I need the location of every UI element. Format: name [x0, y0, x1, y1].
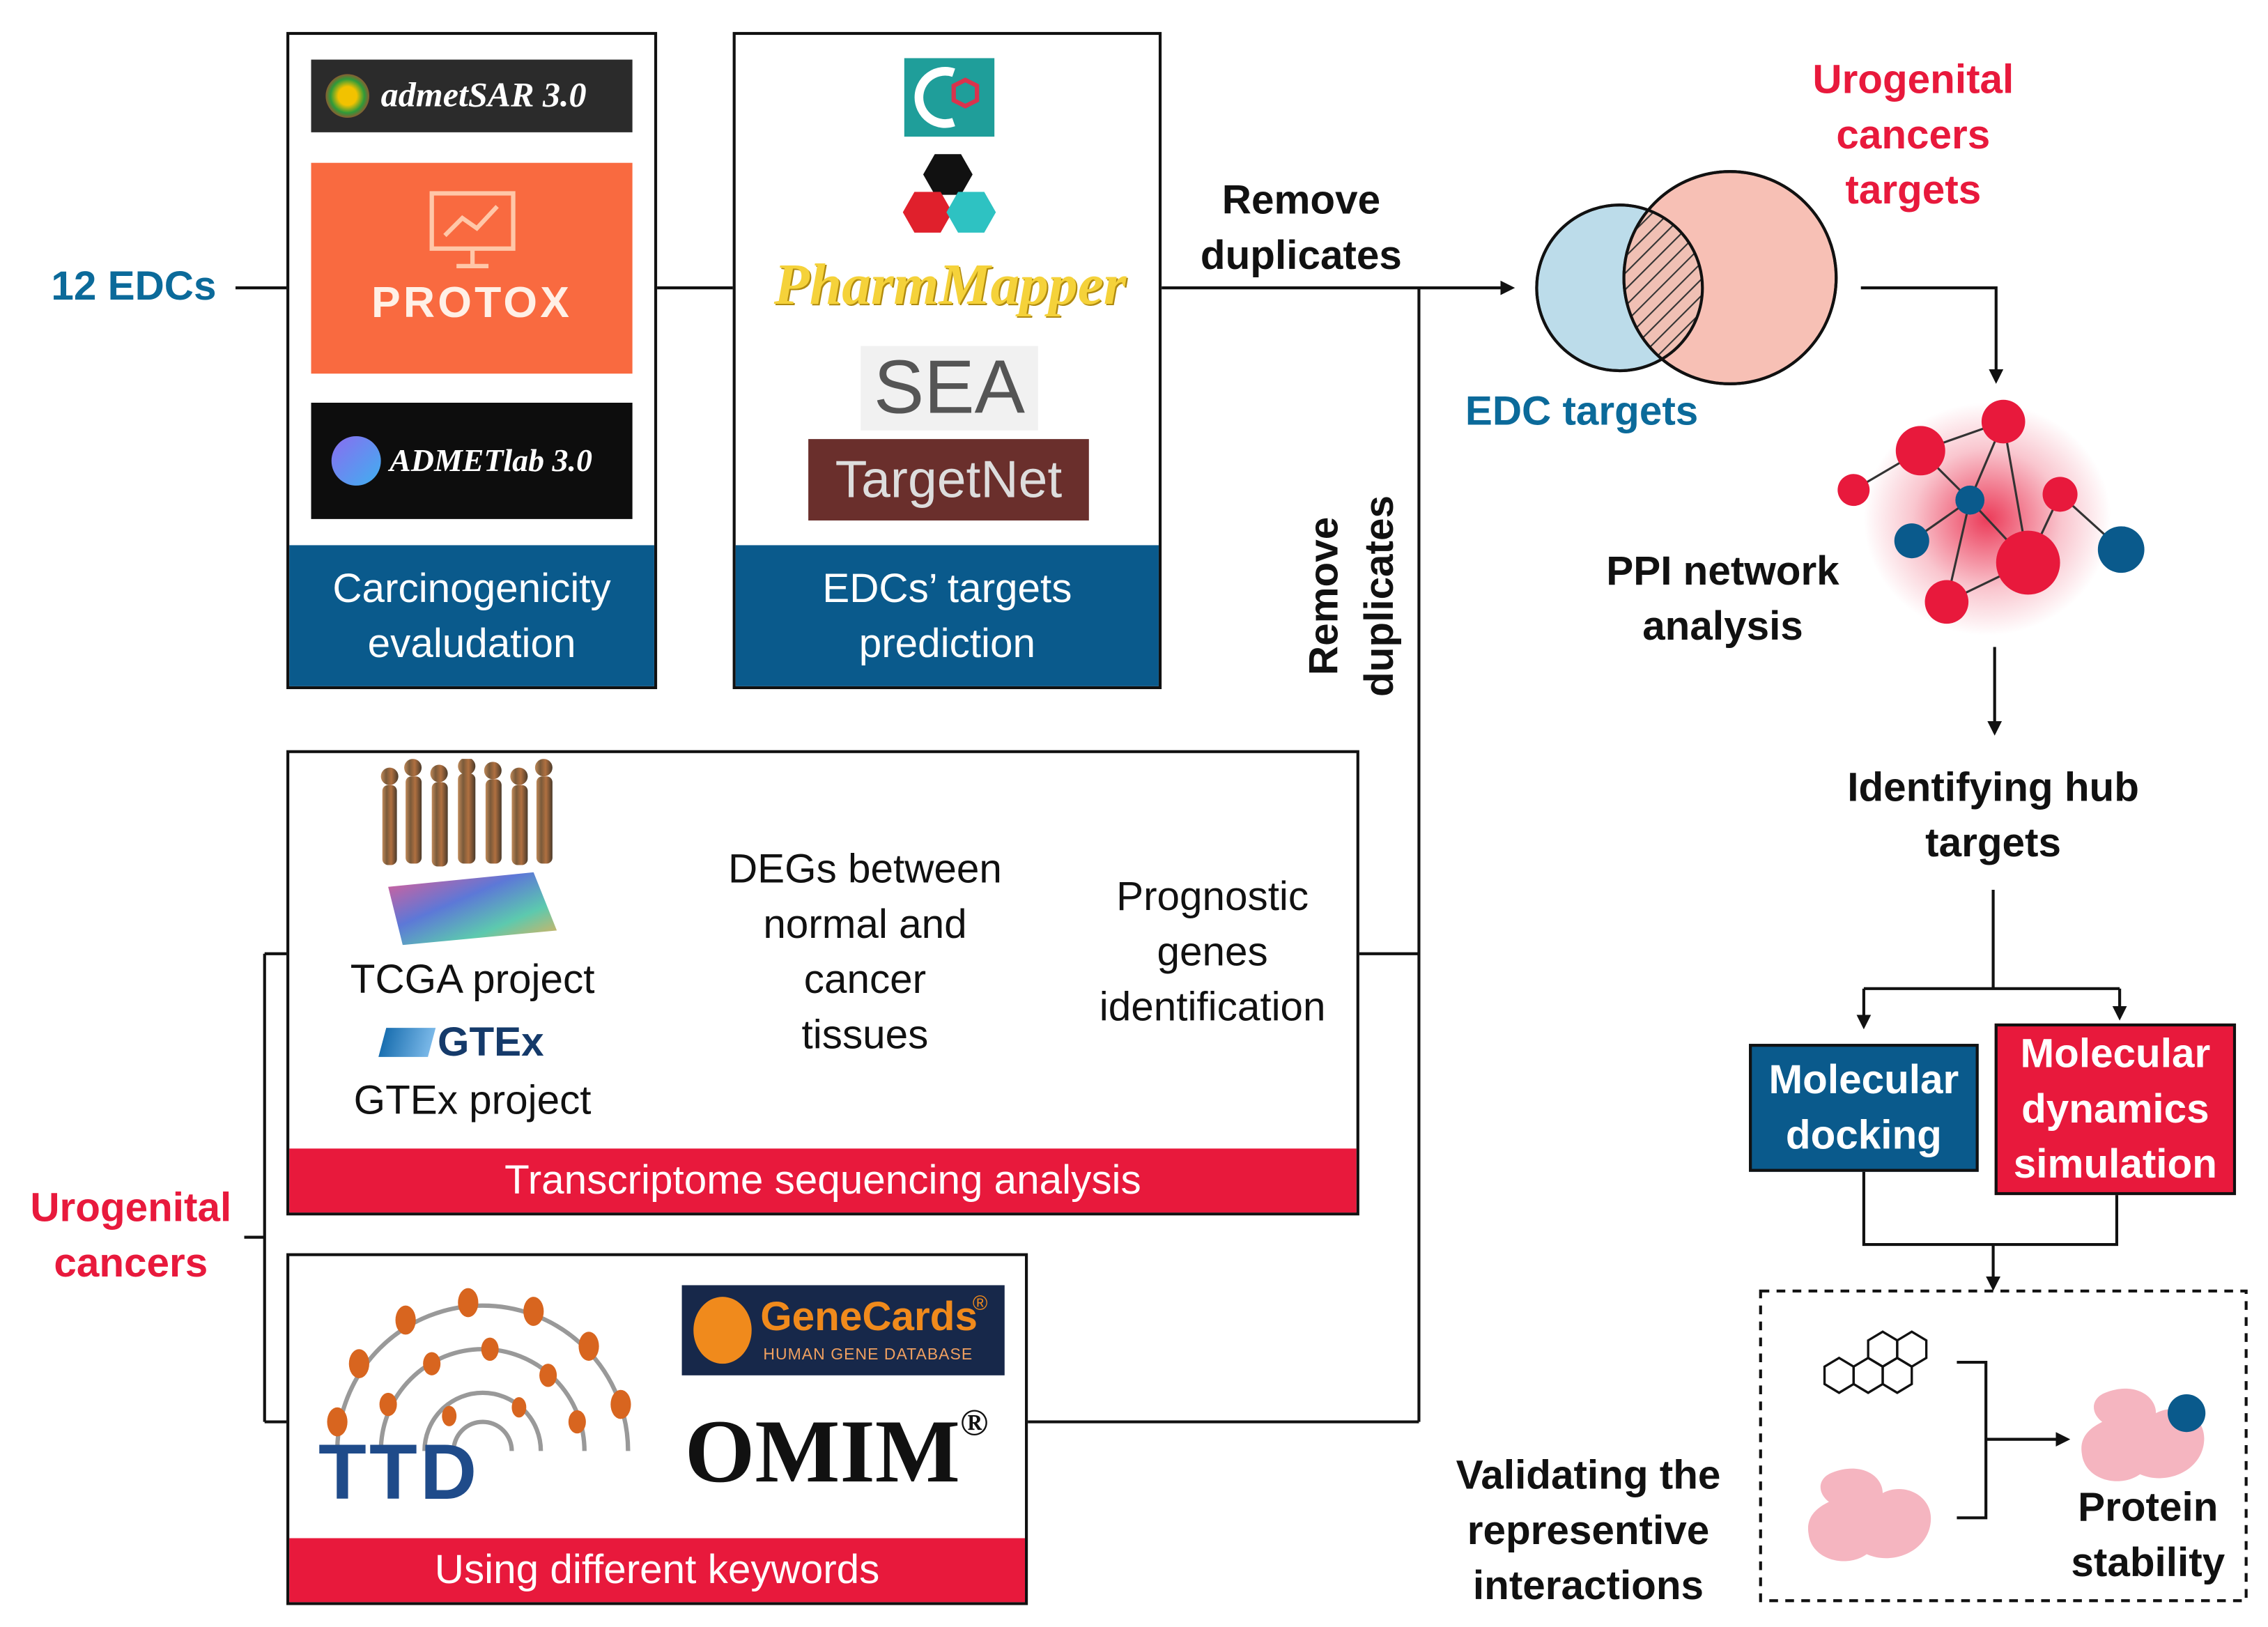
hub-targets-label: Identifying hub targets — [1847, 764, 2139, 865]
targetnet-logo: TargetNet — [808, 439, 1089, 521]
ppi-network-label: PPI network analysis — [1606, 548, 1839, 649]
swisstarget-logo — [904, 58, 995, 137]
validation-label: Validating the representive interactions — [1456, 1452, 1721, 1608]
ttd-logo-text: TTD — [318, 1429, 480, 1517]
transcriptome-box: TCGA project GTEx GTEx project DEGs betw… — [286, 750, 1359, 1216]
dna-icon — [378, 1028, 436, 1057]
remove-duplicates-vertical-label: Remove duplicates — [1301, 495, 1402, 697]
monitor-chart-icon — [429, 191, 516, 268]
pharmmapper-logo: PharmMapper — [773, 251, 1127, 317]
gene-helix-icon — [693, 1297, 752, 1364]
protein-complex-icon — [2081, 1388, 2206, 1481]
urogenital-targets-label: Urogenital cancers targets — [1812, 56, 2014, 213]
protein-stability-label: Protein stability — [2071, 1484, 2225, 1585]
omim-logo: OMIM® — [684, 1401, 989, 1502]
protox-logo: PROTOX — [311, 162, 633, 374]
admetlab-logo: ADMETlab 3.0 — [311, 402, 633, 519]
ttd-arc-logo — [327, 1288, 631, 1451]
remove-duplicates-label: Remove duplicates — [1200, 177, 1402, 278]
virus-icon — [325, 74, 369, 118]
gtex-logo: GTEx — [378, 1019, 544, 1064]
tcga-project-label: TCGA project — [350, 956, 595, 1002]
protein-blob-icon — [1807, 1468, 1931, 1562]
molecular-docking-box: Molecular docking — [1749, 1044, 1979, 1172]
polycyclic-molecule-icon — [1823, 1330, 1928, 1394]
carcinogenicity-label: Carcinogenicity evaludation — [289, 545, 654, 686]
prognostic-genes-label: Prognostic genes identification — [1099, 873, 1326, 1030]
capsule-icon — [331, 435, 381, 486]
keywords-band: Using different keywords — [289, 1538, 1025, 1603]
venn-diagram — [1535, 170, 1838, 385]
tcga-people-image — [380, 759, 557, 946]
transcriptome-band: Transcriptome sequencing analysis — [289, 1148, 1357, 1213]
target-prediction-box: PharmMapper SEA TargetNet EDCs’ targets … — [732, 31, 1162, 690]
prediction-label: EDCs’ targets prediction — [735, 545, 1159, 686]
molecular-dynamics-box: Molecular dynamics simulation — [1994, 1023, 2237, 1196]
admetsar-logo: admetSAR 3.0 — [311, 59, 633, 132]
edc-targets-label: EDC targets — [1465, 388, 1699, 433]
carcinogenicity-box: admetSAR 3.0 PROTOX ADMETlab 3.0 Carcino… — [286, 31, 658, 690]
urogenital-cancers-label: Urogenital cancers — [30, 1185, 232, 1286]
edcs-input-label: 12 EDCs — [51, 263, 217, 309]
ppi-network-graphic — [1837, 399, 2145, 635]
gtex-project-label: GTEx project — [353, 1077, 592, 1123]
cubes-logo-icon — [902, 154, 996, 233]
degs-label: DEGs between normal and cancer tissues — [727, 846, 1002, 1057]
genecards-logo: GeneCards ® HUMAN GENE DATABASE — [681, 1285, 1005, 1375]
keywords-box: TTD GeneCards ® HUMAN GENE DATABASE OMIM… — [286, 1253, 1028, 1605]
sea-logo: SEA — [861, 346, 1038, 431]
hexagon-molecule-icon — [914, 67, 980, 128]
